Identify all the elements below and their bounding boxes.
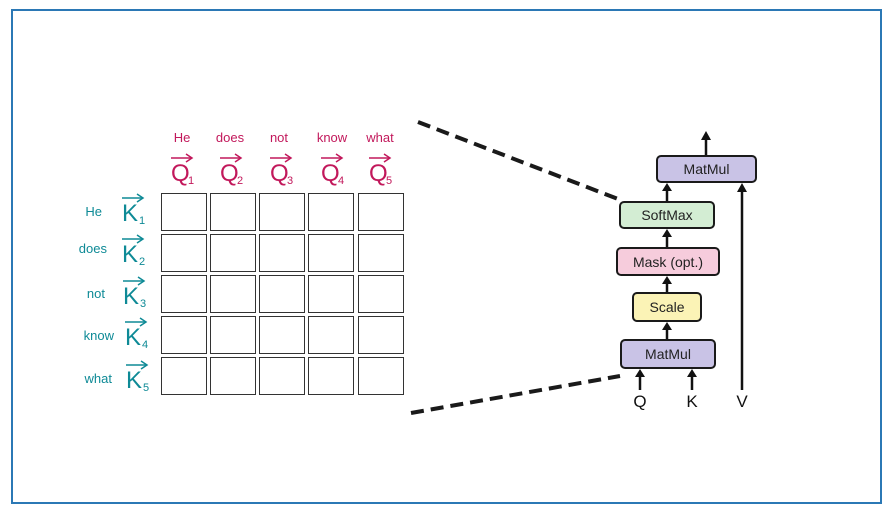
- grid-cell: [161, 357, 207, 395]
- grid-cell: [259, 275, 305, 313]
- query-letter: Q: [171, 160, 190, 187]
- query-letter: Q: [220, 160, 239, 187]
- matmul-top-block: MatMul: [656, 155, 757, 183]
- grid-cell: [161, 316, 207, 354]
- query-subscript: 1: [188, 175, 195, 187]
- grid-cell: [358, 193, 404, 231]
- key-word-5: what: [84, 371, 112, 386]
- grid-cell: [259, 234, 305, 272]
- vector-arrow-icon: [270, 153, 293, 163]
- query-vector-4: Q 4: [316, 153, 350, 189]
- arrowhead-icon: [737, 183, 747, 192]
- grid-cell: [358, 357, 404, 395]
- arrowhead-icon: [635, 369, 645, 377]
- key-subscript: 2: [139, 256, 146, 268]
- key-subscript: 4: [142, 339, 149, 351]
- vector-arrow-icon: [220, 153, 243, 163]
- query-word-2: does: [215, 130, 245, 145]
- key-word-1: He: [85, 204, 102, 219]
- key-vector-5: K 5: [121, 360, 155, 396]
- grid-cell: [210, 234, 256, 272]
- vector-arrow-icon: [171, 153, 194, 163]
- key-letter: K: [122, 241, 139, 268]
- query-letter: Q: [369, 160, 388, 187]
- arrowhead-icon: [662, 276, 672, 284]
- grid-cell: [358, 275, 404, 313]
- arrowhead-icon: [662, 183, 672, 191]
- diagram-frame: [11, 9, 882, 504]
- vector-arrow-icon: [122, 193, 145, 203]
- input-q-label: Q: [633, 392, 647, 411]
- arrowhead-icon: [662, 229, 672, 237]
- query-letter: Q: [270, 160, 289, 187]
- key-subscript: 1: [139, 215, 146, 227]
- grid-cell: [259, 316, 305, 354]
- grid-cell: [308, 234, 354, 272]
- arrowhead-icon: [687, 369, 697, 377]
- zoom-line-bottom: [410, 374, 621, 415]
- key-letter: K: [123, 283, 140, 310]
- grid-cell: [210, 316, 256, 354]
- grid-cell: [259, 193, 305, 231]
- vector-arrow-icon: [122, 234, 145, 244]
- softmax-block: SoftMax: [619, 201, 715, 229]
- query-subscript: 4: [338, 175, 345, 187]
- key-letter: K: [125, 324, 142, 351]
- vector-arrow-icon: [369, 153, 392, 163]
- grid-cell: [308, 316, 354, 354]
- key-vector-4: K 4: [120, 317, 154, 353]
- key-subscript: 5: [143, 382, 150, 394]
- key-vector-2: K 2: [117, 234, 151, 270]
- query-subscript: 5: [386, 175, 393, 187]
- query-subscript: 2: [237, 175, 244, 187]
- query-vector-2: Q 2: [215, 153, 249, 189]
- grid-cell: [308, 357, 354, 395]
- grid-cell: [210, 357, 256, 395]
- grid-cell: [358, 316, 404, 354]
- vector-arrow-icon: [123, 276, 146, 286]
- query-vector-5: Q 5: [364, 153, 398, 189]
- key-word-3: not: [86, 286, 105, 301]
- grid-cell: [161, 234, 207, 272]
- grid-cell: [161, 275, 207, 313]
- grid-cell: [308, 275, 354, 313]
- grid-cell: [210, 193, 256, 231]
- key-word-2: does: [78, 241, 107, 256]
- grid-cell: [161, 193, 207, 231]
- grid-cell: [259, 357, 305, 395]
- key-vector-1: K 1: [117, 193, 151, 229]
- grid-cell: [308, 193, 354, 231]
- query-subscript: 3: [287, 175, 294, 187]
- key-vector-3: K 3: [118, 276, 152, 312]
- query-vector-1: Q 1: [166, 153, 200, 189]
- key-word-4: know: [83, 328, 114, 343]
- zoom-line-top: [417, 120, 619, 201]
- vector-arrow-icon: [126, 360, 149, 370]
- key-subscript: 3: [140, 298, 147, 310]
- input-v-label: V: [736, 392, 748, 411]
- query-word-1: He: [173, 130, 191, 145]
- matmul-bottom-block: MatMul: [620, 339, 716, 369]
- arrowhead-icon: [662, 322, 672, 330]
- scale-block: Scale: [632, 292, 702, 322]
- vector-arrow-icon: [125, 317, 148, 327]
- query-word-4: know: [316, 130, 348, 145]
- vector-arrow-icon: [321, 153, 344, 163]
- query-vector-3: Q 3: [265, 153, 299, 189]
- grid-cell: [358, 234, 404, 272]
- mask-block: Mask (opt.): [616, 247, 720, 276]
- query-word-3: not: [269, 130, 289, 145]
- output-arrowhead-icon: [701, 131, 711, 140]
- key-letter: K: [122, 200, 139, 227]
- query-word-5: what: [366, 130, 394, 145]
- grid-cell: [210, 275, 256, 313]
- key-letter: K: [126, 367, 143, 394]
- input-k-label: K: [686, 392, 698, 411]
- query-letter: Q: [321, 160, 340, 187]
